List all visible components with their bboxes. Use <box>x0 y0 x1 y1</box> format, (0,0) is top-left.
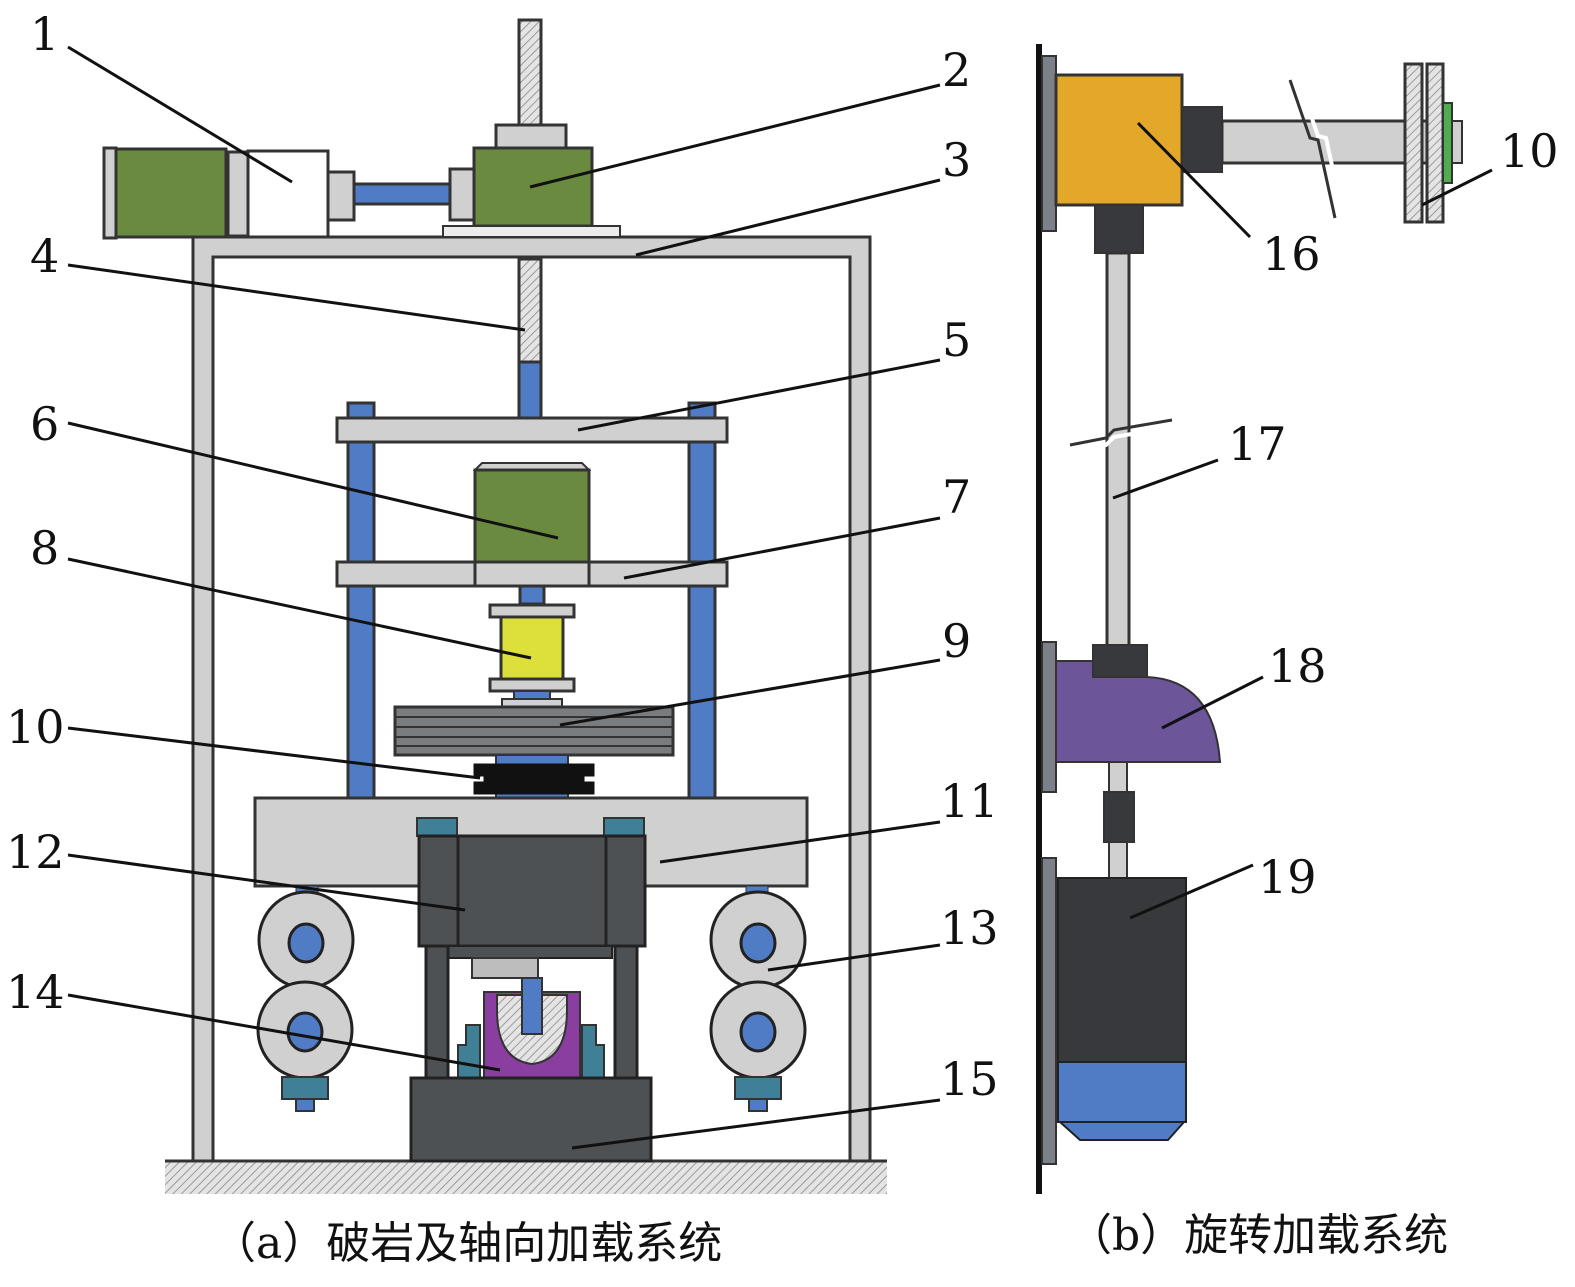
wall-plate-bottom <box>1041 857 1057 1165</box>
holder-block <box>417 834 647 948</box>
callout-5: 5 <box>942 313 971 367</box>
callout-17: 17 <box>1228 417 1287 471</box>
panel-b-caption: （b）旋转加载系统 <box>1068 1210 1448 1261</box>
shaft-collar-left <box>326 170 356 222</box>
right-angle-gearbox <box>1054 73 1184 207</box>
lower-plate <box>335 560 729 588</box>
roller-group-right <box>709 885 807 1112</box>
load-cell-shaft <box>513 690 551 700</box>
callout-16: 16 <box>1262 227 1321 281</box>
coupling-green <box>1442 102 1453 184</box>
disc-spring-stack <box>393 705 675 757</box>
bolt-top-left <box>416 817 458 837</box>
panel-b-rotary-loading-system: 10 16 17 18 19 （b）旋转加载系统 <box>1036 44 1559 1261</box>
shaft-break-mark-h-2 <box>1296 77 1345 217</box>
motor-end-plate <box>102 146 118 240</box>
lower-coupler <box>1103 791 1135 843</box>
panel-a-axial-loading-system: 1 2 3 4 5 6 7 8 9 10 11 12 13 14 15 （a）破… <box>6 7 999 1269</box>
callout-6: 6 <box>30 397 59 451</box>
callout-19: 19 <box>1258 850 1317 904</box>
shaft-break-mark-v <box>1069 418 1173 447</box>
drill-bit <box>521 977 543 1035</box>
top-screw-rod <box>517 18 543 127</box>
load-cell <box>499 615 565 681</box>
guide-post-left <box>346 401 376 800</box>
ground-base <box>165 1160 887 1194</box>
servo-motor <box>114 147 228 239</box>
outer-frame <box>191 235 872 1163</box>
callout-2: 2 <box>942 43 971 97</box>
callout-10-b: 10 <box>1500 124 1559 178</box>
bolt-top-right <box>603 817 645 837</box>
clamp-right <box>581 1024 605 1079</box>
callout-18: 18 <box>1268 639 1327 693</box>
guide-post-right <box>687 401 717 800</box>
callout-11: 11 <box>940 774 999 828</box>
motor-end-cap <box>1057 1121 1187 1141</box>
side-column-right <box>613 944 639 1080</box>
callout-7: 7 <box>942 470 971 524</box>
gearbox-cap <box>494 123 568 151</box>
load-cell-bottom-plate <box>488 677 576 693</box>
clamp-left <box>457 1024 481 1079</box>
callout-13: 13 <box>940 901 999 955</box>
callout-9: 9 <box>942 614 971 668</box>
load-cell-top-plate <box>488 603 576 619</box>
coupling <box>473 763 595 795</box>
drive-motor <box>1057 877 1187 1063</box>
connector-rod <box>518 584 546 606</box>
gearbox-base <box>442 225 621 238</box>
roller-group-left <box>256 885 355 1112</box>
loading-motor <box>473 468 591 564</box>
base-block <box>409 1076 653 1163</box>
callout-12: 12 <box>6 825 65 879</box>
reducer-housing <box>1055 660 1222 763</box>
holder-flange <box>441 945 613 959</box>
callout-10-a: 10 <box>6 700 65 754</box>
callout-1: 1 <box>30 7 59 61</box>
leader-lines-a <box>67 45 941 1150</box>
push-rod <box>517 360 543 420</box>
motor-flange <box>226 150 250 238</box>
drive-shaft <box>352 182 452 206</box>
wall-plate-mid <box>1041 641 1057 793</box>
gearbox-output-coupler <box>1181 106 1223 173</box>
shaft-collar-right <box>448 167 477 222</box>
flange-disc-1 <box>1403 62 1424 224</box>
callout-3: 3 <box>942 133 971 187</box>
callout-14: 14 <box>6 965 65 1019</box>
upper-plate <box>335 416 729 444</box>
shaft-end <box>1451 120 1463 164</box>
panel-a-caption: （a）破岩及轴向加载系统 <box>212 1218 722 1269</box>
callout-15: 15 <box>940 1052 999 1106</box>
callout-4: 4 <box>30 229 59 283</box>
motor-encoder <box>1057 1061 1187 1123</box>
leader-lines-b <box>1112 121 1493 920</box>
shaft-break-mark-v-2 <box>1069 425 1173 454</box>
screw-rod <box>517 257 543 364</box>
reducer-top-coupler <box>1092 644 1148 678</box>
gearbox-lower-coupler <box>1094 204 1144 254</box>
mounting-wall <box>1036 44 1042 1194</box>
bit-adapter <box>471 957 539 979</box>
callout-8: 8 <box>30 521 59 575</box>
shaft-break-mark-h <box>1288 79 1337 219</box>
wall-plate-top <box>1041 55 1057 232</box>
vertical-shaft <box>1105 251 1131 648</box>
